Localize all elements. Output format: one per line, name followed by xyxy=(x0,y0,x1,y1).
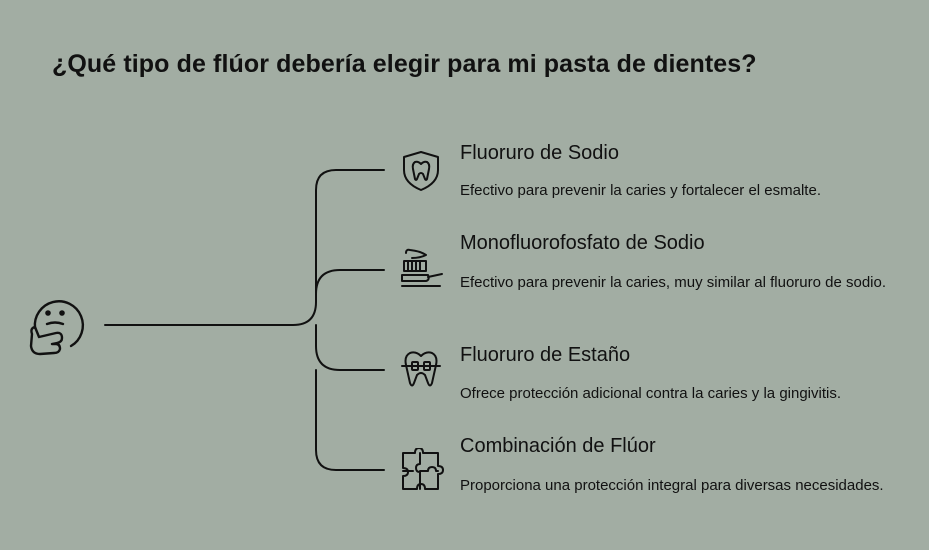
connector-root-trunk xyxy=(104,169,385,326)
option-desc-sodium-fluoride: Efectivo para prevenir la caries y forta… xyxy=(460,182,821,199)
connector-branch-3 xyxy=(315,324,385,371)
option-title-sodium-monofluorophosphate: Monofluorofosfato de Sodio xyxy=(460,232,705,254)
page-title: ¿Qué tipo de flúor debería elegir para m… xyxy=(52,50,757,78)
tooth-shield-icon xyxy=(403,151,439,191)
option-title-fluoride-combination: Combinación de Flúor xyxy=(460,435,656,457)
option-title-stannous-fluoride: Fluoruro de Estaño xyxy=(460,344,631,366)
toothbrush-toothpaste-icon xyxy=(401,248,443,287)
option-desc-sodium-monofluorophosphate: Efectivo para prevenir la caries, muy si… xyxy=(460,274,887,291)
option-title-sodium-fluoride: Fluoruro de Sodio xyxy=(460,142,619,164)
option-desc-stannous-fluoride: Ofrece protección adicional contra la ca… xyxy=(460,385,842,402)
connector-branch-2 xyxy=(315,269,385,295)
option-desc-fluoride-combination: Proporciona una protección integral para… xyxy=(460,477,884,494)
thinking-face-icon xyxy=(29,300,85,356)
tooth-braces-icon xyxy=(401,351,441,387)
puzzle-icon xyxy=(402,448,444,490)
connector-branch-4 xyxy=(315,369,385,471)
